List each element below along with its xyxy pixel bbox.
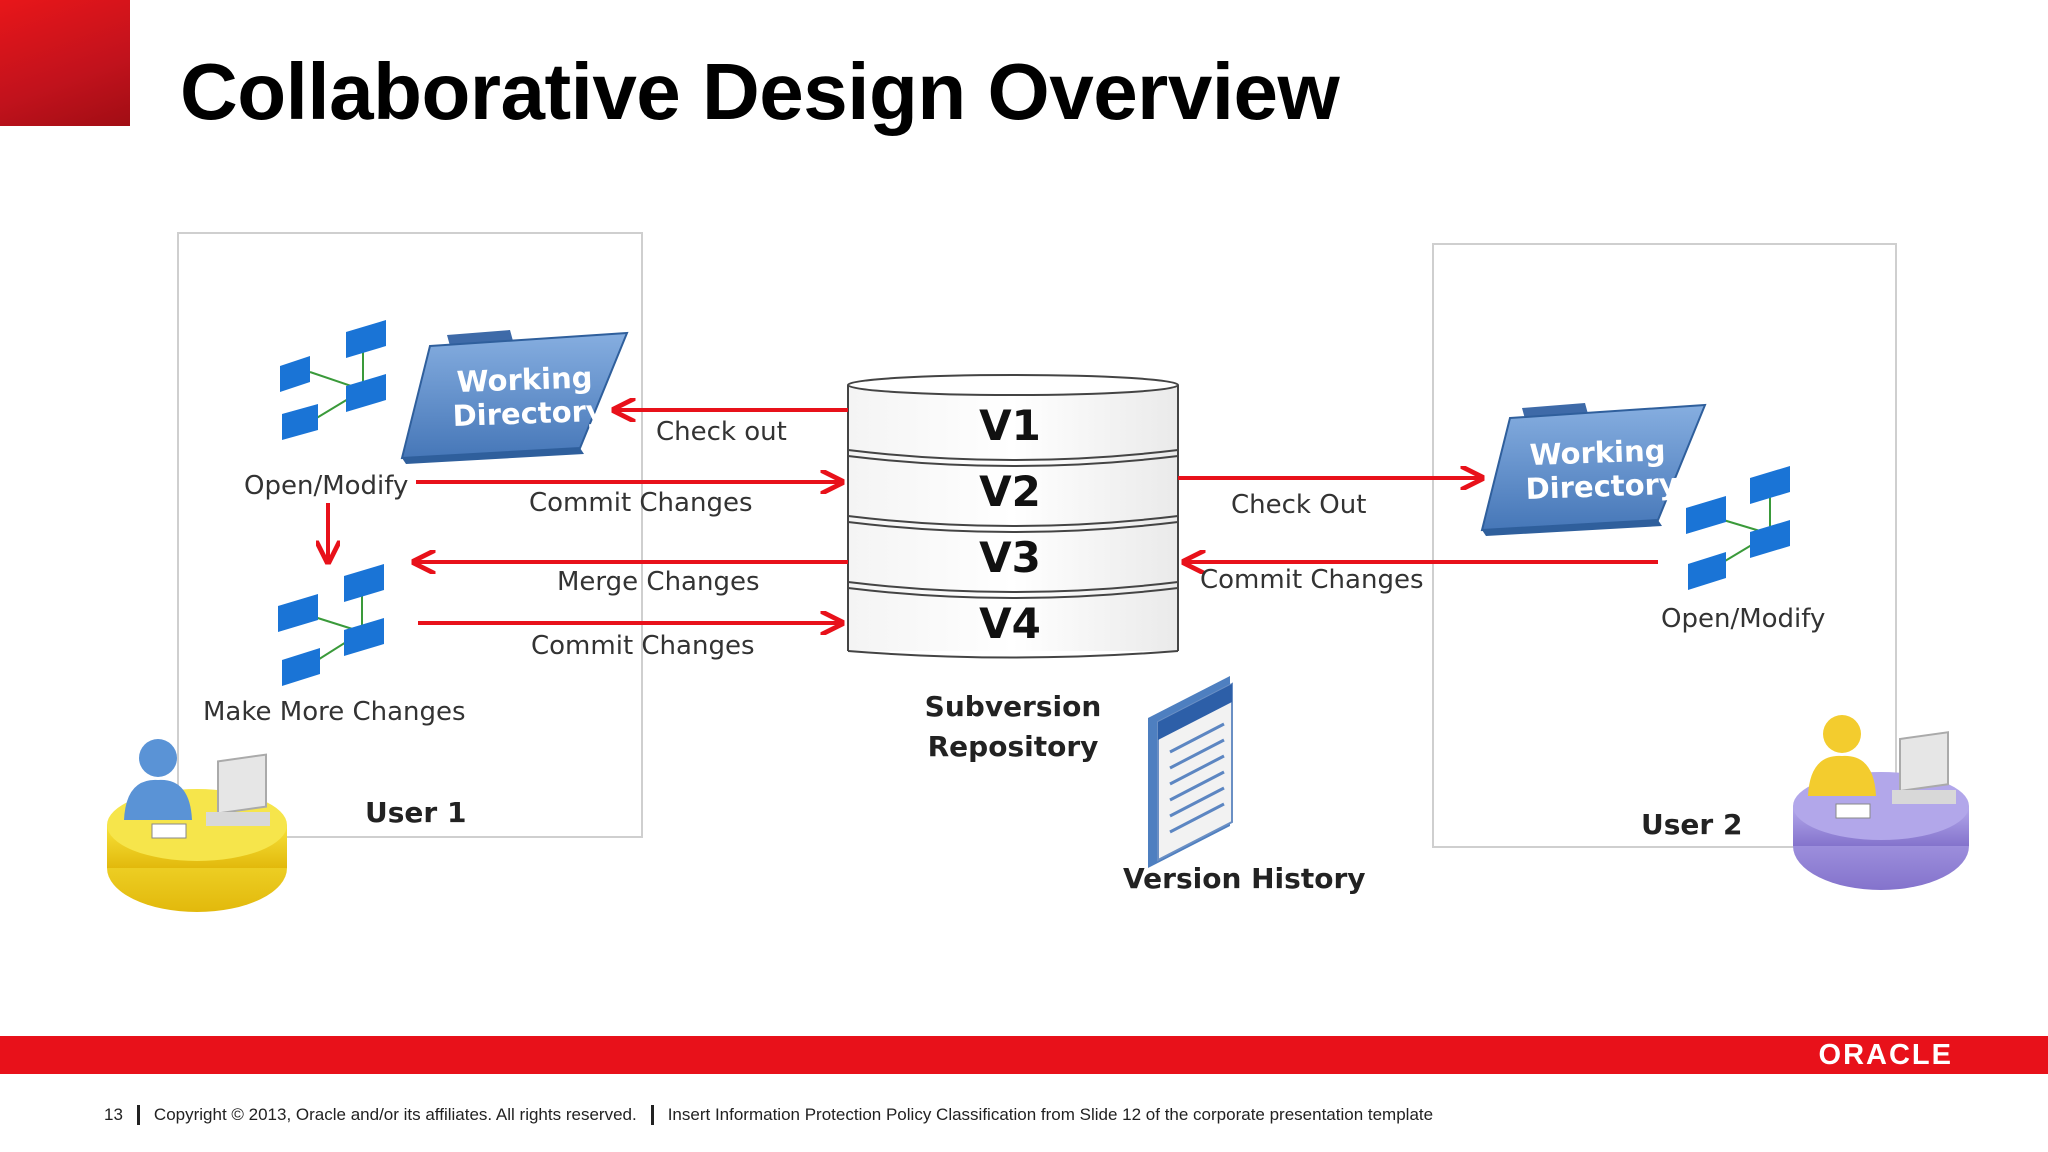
slide-title: Collaborative Design Overview — [180, 47, 1340, 136]
user2-label: User 2 — [1641, 808, 1742, 841]
user1-open-modify-label: Open/Modify — [244, 471, 408, 501]
brand-red-square — [0, 0, 130, 126]
make-more-changes-label: Make More Changes — [203, 697, 466, 727]
working-directory-folder-icon: Working Directory — [1480, 403, 1707, 536]
repository-label-line2: Repository — [928, 730, 1099, 763]
version-v3: V3 — [979, 533, 1041, 582]
version-v4: V4 — [979, 599, 1041, 648]
footer-separator — [650, 1105, 654, 1125]
user2-open-modify-label: Open/Modify — [1661, 604, 1825, 634]
classification-text: Insert Information Protection Policy Cla… — [667, 1105, 1434, 1124]
user1-panel — [177, 232, 643, 838]
subversion-repository-icon — [847, 374, 1179, 659]
copyright-text: Copyright © 2013, Oracle and/or its affi… — [153, 1105, 637, 1124]
repository-label-line1: Subversion — [925, 690, 1102, 723]
user2-desk-icon — [1793, 715, 1969, 890]
version-history-icon — [1148, 676, 1233, 868]
oracle-logo: ORACLE — [1818, 1039, 1953, 1071]
model-nodes-icon — [1686, 466, 1790, 590]
version-history-label: Version History — [1123, 862, 1366, 895]
version-v2: V2 — [979, 467, 1041, 516]
commit-changes-label-1: Commit Changes — [529, 488, 753, 518]
page-number: 13 — [104, 1105, 123, 1124]
check-out-label-user1: Check out — [656, 417, 787, 447]
commit-changes-label-2: Commit Changes — [531, 631, 755, 661]
user2-folder-label-line2: Directory — [1525, 467, 1678, 506]
user1-desk-icon — [107, 739, 287, 912]
working-directory-folder-icon: Working Directory — [400, 330, 629, 464]
version-v1: V1 — [979, 401, 1041, 450]
user2-folder-label-line1: Working — [1529, 433, 1666, 472]
merge-changes-label: Merge Changes — [557, 567, 760, 597]
user2-panel — [1432, 243, 1897, 848]
model-nodes-icon — [280, 320, 386, 440]
check-out-label-user2: Check Out — [1231, 490, 1366, 520]
footer: 13 Copyright © 2013, Oracle and/or its a… — [104, 1105, 1433, 1125]
model-nodes-icon — [278, 564, 384, 686]
user1-folder-label-line1: Working — [456, 360, 593, 399]
user1-label: User 1 — [365, 796, 466, 829]
user1-folder-label-line2: Directory — [452, 394, 605, 433]
commit-changes-label-user2: Commit Changes — [1200, 565, 1424, 595]
footer-separator — [136, 1105, 140, 1125]
footer-red-bar — [0, 1036, 2048, 1074]
